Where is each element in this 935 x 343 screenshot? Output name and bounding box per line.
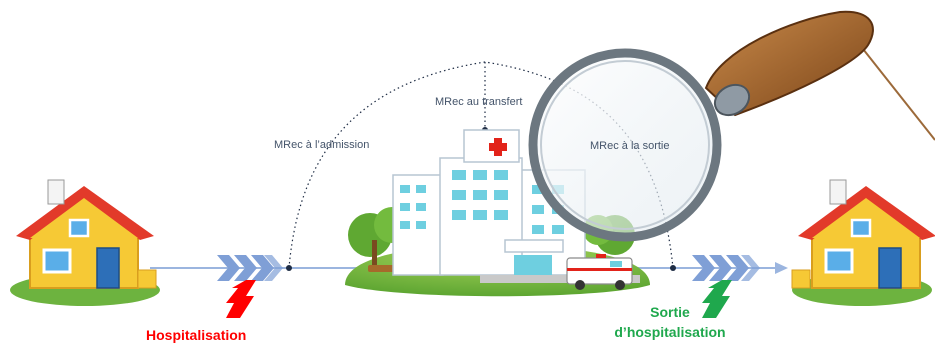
chevrons-right xyxy=(692,255,760,281)
sortie-label-line2: d’hospitalisation xyxy=(614,324,726,340)
hospital-building-icon xyxy=(345,129,650,297)
house-icon xyxy=(791,179,935,306)
label-discharge: MRec à la sortie xyxy=(590,140,670,152)
label-admission: MRec à l’admission xyxy=(274,139,370,151)
hospitalisation-label: Hospitalisation xyxy=(146,327,247,343)
house-icon xyxy=(10,179,160,306)
magnifying-glass-icon xyxy=(528,10,935,242)
dotted-arcs xyxy=(286,61,676,271)
chevrons-left xyxy=(217,255,283,281)
sortie-marker xyxy=(702,280,732,318)
ambulance-icon xyxy=(566,254,633,290)
label-transfer: MRec au transfert xyxy=(435,96,523,108)
sortie-label-line1: Sortie xyxy=(650,304,690,320)
hospitalisation-marker xyxy=(226,280,256,318)
